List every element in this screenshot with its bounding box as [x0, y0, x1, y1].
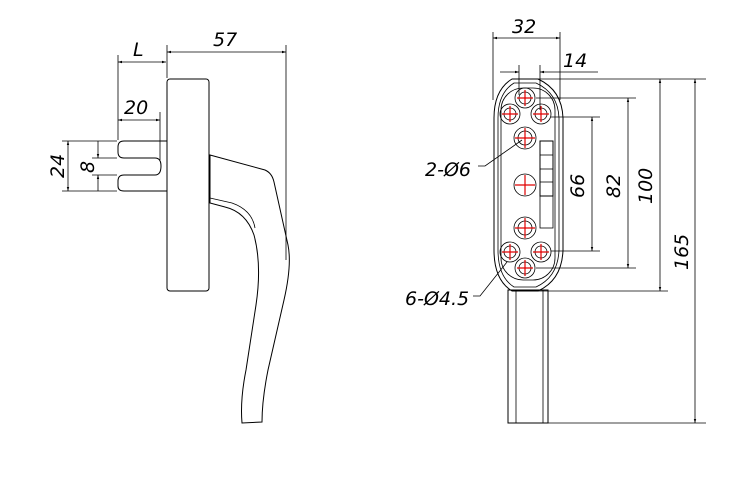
note-6-dia-4-5: 6-Ø4.5 — [405, 288, 469, 310]
dim-165: 165 — [671, 234, 693, 270]
screw-hole — [499, 241, 521, 263]
screw-hole — [514, 87, 536, 109]
side-view: 57 L 20 24 8 — [47, 29, 290, 424]
front-view: 32 14 66 82 100 165 2-Ø6 6-Ø4.5 — [405, 16, 706, 424]
screw-holes — [499, 87, 552, 279]
dim-8: 8 — [77, 161, 99, 173]
handle-lever — [209, 154, 290, 424]
dim-32: 32 — [512, 16, 536, 38]
dim-24: 24 — [47, 154, 69, 178]
dim-14: 14 — [563, 50, 587, 72]
dim-57: 57 — [213, 29, 237, 51]
dim-100: 100 — [635, 168, 657, 204]
dim-66: 66 — [567, 174, 589, 198]
dim-82: 82 — [603, 174, 625, 198]
screw-hole — [530, 241, 552, 263]
screw-hole — [514, 257, 536, 279]
dim-L: L — [133, 39, 144, 61]
handle-edge — [209, 197, 256, 229]
handle-stem — [507, 289, 549, 424]
screw-hole — [530, 103, 552, 125]
cover-slot — [539, 140, 554, 197]
spindle-slot — [117, 140, 167, 192]
note-2-dia-6: 2-Ø6 — [425, 159, 471, 181]
base-plate — [166, 78, 210, 292]
dim-20: 20 — [124, 97, 148, 119]
center-holes — [513, 126, 537, 240]
screw-hole — [499, 103, 521, 125]
